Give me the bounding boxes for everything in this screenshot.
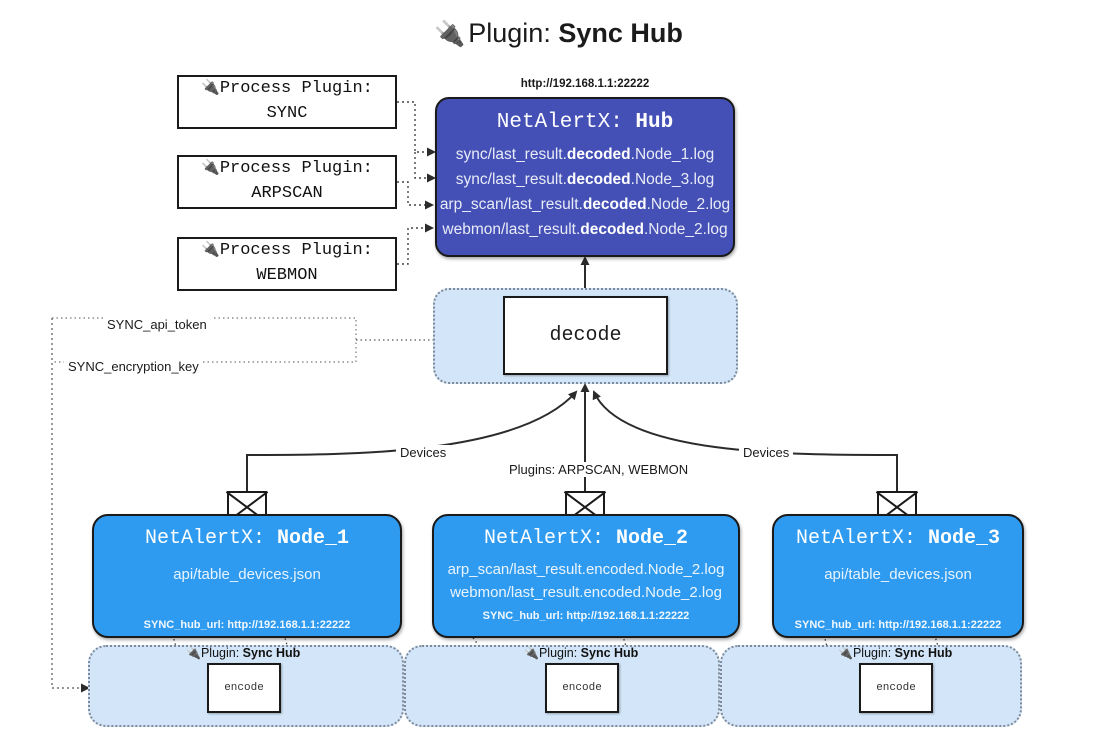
hub-row: webmon/last_result.decoded.Node_2.log — [442, 221, 728, 239]
node-line: arp_scan/last_result.encoded.Node_2.log — [447, 561, 725, 578]
node-title: NetAlertX: Node_2 — [483, 527, 689, 550]
process-plugin-arpscan[interactable]: 🔌Process Plugin: ARPSCAN — [177, 155, 397, 209]
process-plugin-label: Process Plugin: — [219, 159, 373, 179]
encode-label: encode — [876, 682, 916, 694]
plugin-caption-node-3: 🔌Plugin: Sync Hub — [838, 646, 953, 660]
decode-label: decode — [549, 324, 622, 347]
node-3[interactable]: NetAlertX: Node_3 api/table_devices.json… — [772, 514, 1024, 638]
process-plugin-name: ARPSCAN — [251, 184, 323, 203]
process-plugin-webmon[interactable]: 🔌Process Plugin: WEBMON — [177, 237, 397, 291]
hub-title: NetAlertX: Hub — [496, 111, 674, 134]
process-plugin-name: SYNC — [266, 104, 308, 123]
node-2[interactable]: NetAlertX: Node_2 arp_scan/last_result.e… — [432, 514, 740, 638]
node-line: api/table_devices.json — [824, 566, 972, 583]
encode-box-node-2[interactable]: encode — [545, 663, 619, 713]
encode-box-node-1[interactable]: encode — [207, 663, 281, 713]
hub-row: arp_scan/last_result.decoded.Node_2.log — [439, 196, 731, 214]
edge-label-devices-right: Devices — [739, 445, 794, 460]
process-plugin-label: Process Plugin: — [219, 79, 373, 99]
process-plugin-name: WEBMON — [256, 266, 318, 285]
secret-label-encryption-key: SYNC_encryption_key — [64, 359, 203, 374]
page-title: 🔌Plugin: Sync Hub — [0, 18, 1117, 49]
node-hub-url: SYNC_hub_url: http://192.168.1.1:22222 — [794, 618, 1002, 631]
plug-icon: 🔌 — [201, 158, 220, 177]
hub-row: sync/last_result.decoded.Node_3.log — [455, 171, 715, 189]
node-line: webmon/last_result.encoded.Node_2.log — [450, 583, 722, 601]
node-hub-url: SYNC_hub_url: http://192.168.1.1:22222 — [143, 618, 351, 631]
hub-row: sync/last_result.decoded.Node_1.log — [455, 146, 715, 163]
plugin-caption-node-1: 🔌Plugin: Sync Hub — [186, 646, 301, 660]
encode-label: encode — [224, 682, 264, 694]
edge-label-plugins-center: Plugins: ARPSCAN, WEBMON — [505, 462, 693, 477]
plug-icon: 🔌 — [201, 78, 220, 97]
node-1[interactable]: NetAlertX: Node_1 api/table_devices.json… — [92, 514, 402, 638]
encode-box-node-3[interactable]: encode — [859, 663, 933, 713]
encode-label: encode — [562, 682, 602, 694]
process-plugin-label: Process Plugin: — [219, 241, 373, 261]
node-title: NetAlertX: Node_3 — [795, 527, 1001, 550]
decode-box[interactable]: decode — [503, 296, 668, 375]
node-line: api/table_devices.json — [173, 566, 321, 583]
node-title: NetAlertX: Node_1 — [144, 527, 350, 550]
page-title-prefix: Plugin: — [468, 18, 559, 48]
hub-url-label: http://192.168.1.1:22222 — [520, 78, 650, 90]
edge-label-devices-left: Devices — [396, 445, 451, 460]
secret-label-api-token: SYNC_api_token — [103, 317, 211, 332]
plug-icon: 🔌 — [524, 646, 539, 660]
plug-icon: 🔌 — [434, 20, 466, 48]
plugin-caption-node-2: 🔌Plugin: Sync Hub — [524, 646, 639, 660]
plug-icon: 🔌 — [186, 646, 201, 660]
node-hub-url: SYNC_hub_url: http://192.168.1.1:22222 — [482, 610, 690, 622]
page-title-name: Sync Hub — [558, 18, 683, 48]
plug-icon: 🔌 — [201, 240, 220, 259]
hub-node[interactable]: NetAlertX: Hub sync/last_result.decoded.… — [435, 97, 735, 257]
process-plugin-sync[interactable]: 🔌Process Plugin: SYNC — [177, 75, 397, 129]
plug-icon: 🔌 — [838, 646, 853, 660]
